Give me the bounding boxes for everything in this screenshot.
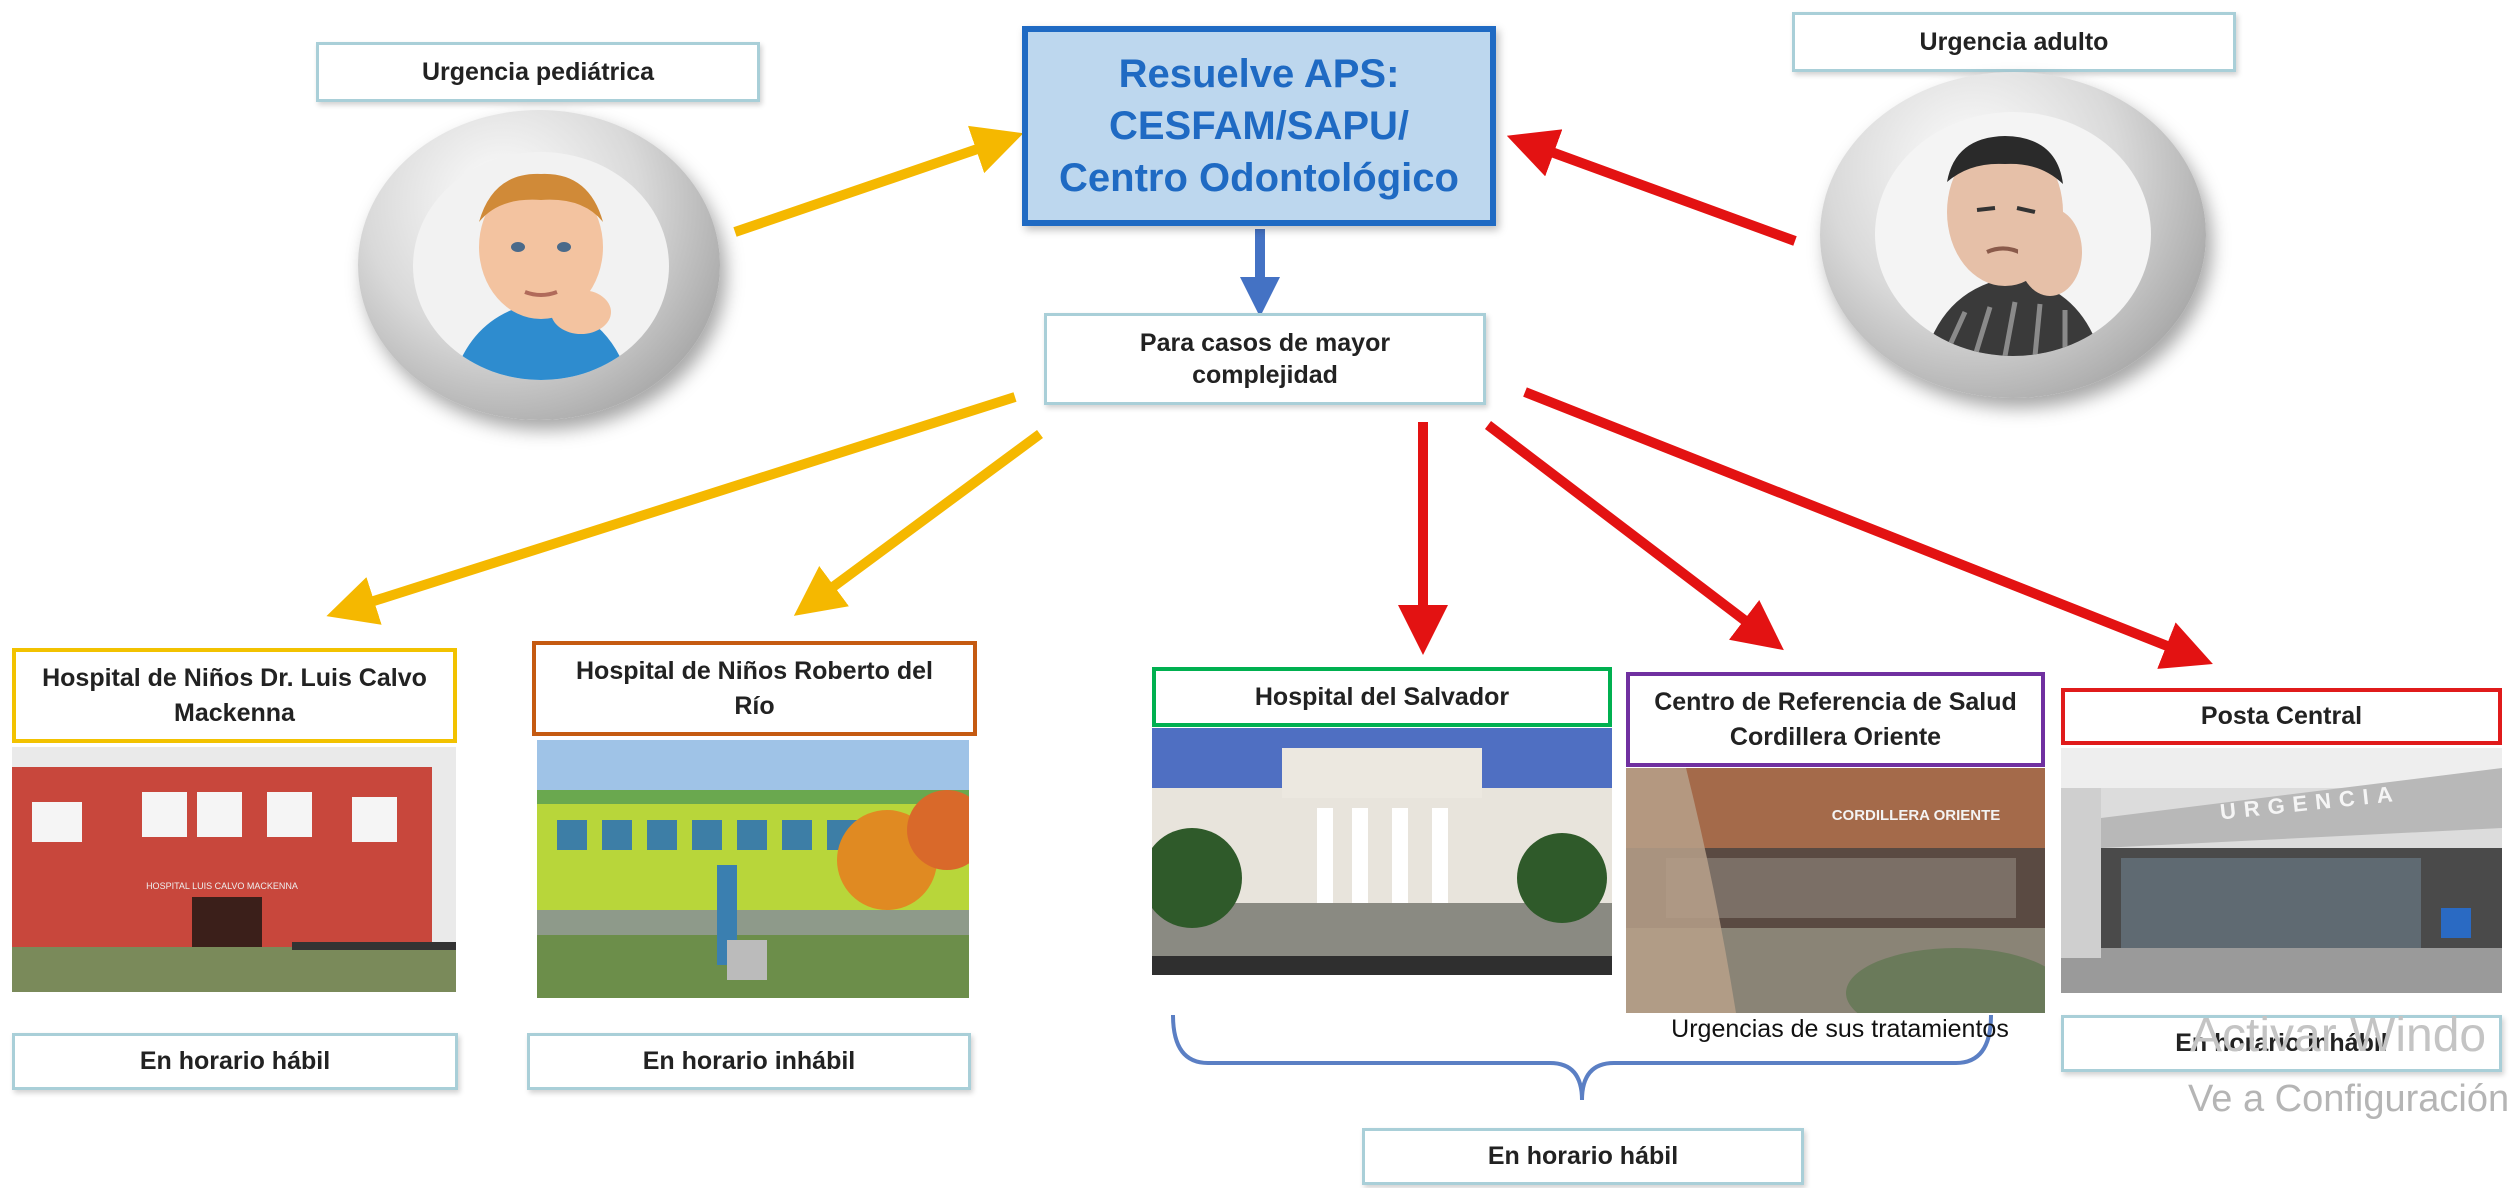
hospital-calvo-mackenna-name: Hospital de Niños Dr. Luis Calvo Mackenn… xyxy=(42,663,427,727)
posta-central-name: Posta Central xyxy=(2200,702,2363,730)
hospital-roberto-del-rio-name: Hospital de Niños Roberto del Río xyxy=(576,656,933,720)
cordillera-oriente-photo: CORDILLERA ORIENTE xyxy=(1626,768,2045,1013)
child-photo xyxy=(413,152,669,380)
adult-photo xyxy=(1875,112,2151,356)
arrow-to-cordillera xyxy=(1484,421,1784,651)
arrow-adult-to-aps xyxy=(1506,129,1797,246)
cordillera-oriente-note: Urgencias de sus tratamientos xyxy=(1640,1015,2040,1053)
adult-urgency-text: Urgencia adulto xyxy=(1919,27,2109,56)
hospital-salvador-photo xyxy=(1152,728,1612,975)
adult-urgency-label: Urgencia adulto xyxy=(1792,12,2236,72)
hospital-calvo-mackenna-label: Hospital de Niños Dr. Luis Calvo Mackenn… xyxy=(12,648,457,743)
brace-salvador-cordillera xyxy=(1171,1014,1993,1101)
activation-watermark-line2: Ve a Configuración xyxy=(2188,1078,2510,1120)
roberto-del-rio-schedule-text: En horario inhábil xyxy=(642,1047,856,1076)
arrow-to-calvo-mackenna xyxy=(326,392,1017,625)
pediatric-urgency-text: Urgencia pediátrica xyxy=(421,57,655,86)
posta-central-schedule: En horario inhábil xyxy=(2061,1015,2502,1072)
hospital-salvador-label: Hospital del Salvador xyxy=(1152,667,1612,727)
cordillera-building-sign: CORDILLERA ORIENTE xyxy=(1832,807,2001,824)
hospital-roberto-del-rio-label: Hospital de Niños Roberto del Río xyxy=(532,641,977,736)
adult-photo-frame xyxy=(1820,72,2206,398)
posta-central-label: Posta Central xyxy=(2061,688,2502,745)
complexity-box: Para casos de mayor complejidad xyxy=(1044,313,1486,405)
posta-central-photo: URGENCIA xyxy=(2061,748,2502,993)
calvo-building-sign: HOSPITAL LUIS CALVO MACKENNA xyxy=(146,881,298,891)
cordillera-oriente-label: Centro de Referencia de Salud Cordillera… xyxy=(1626,672,2045,767)
posta-central-schedule-text: En horario inhábil xyxy=(2175,1029,2388,1058)
complexity-text: Para casos de mayor complejidad xyxy=(1139,328,1391,390)
cordillera-oriente-name: Centro de Referencia de Salud Cordillera… xyxy=(1654,687,2017,751)
roberto-del-rio-schedule: En horario inhábil xyxy=(527,1033,971,1090)
arrow-to-posta-central xyxy=(1523,387,2213,669)
cordillera-oriente-note-text: Urgencias de sus tratamientos xyxy=(1671,1015,2009,1043)
salvador-cordillera-schedule-text: En horario hábil xyxy=(1487,1142,1679,1171)
salvador-cordillera-schedule: En horario hábil xyxy=(1362,1128,1804,1185)
hospital-salvador-name: Hospital del Salvador xyxy=(1254,682,1510,711)
calvo-mackenna-schedule: En horario hábil xyxy=(12,1033,458,1090)
child-photo-frame xyxy=(358,110,720,420)
aps-resolution-box: Resuelve APS: CESFAM/SAPU/ Centro Odonto… xyxy=(1022,26,1496,226)
hospital-roberto-del-rio-photo xyxy=(537,740,969,998)
hospital-calvo-mackenna-photo: HOSPITAL LUIS CALVO MACKENNA xyxy=(12,747,456,992)
arrow-child-to-aps xyxy=(733,125,1024,237)
calvo-mackenna-schedule-text: En horario hábil xyxy=(139,1047,331,1076)
activation-watermark-line1: Activar Windo xyxy=(2190,1009,2487,1062)
aps-resolution-text: Resuelve APS: CESFAM/SAPU/ Centro Odonto… xyxy=(1059,52,1459,200)
pediatric-urgency-label: Urgencia pediátrica xyxy=(316,42,760,102)
arrow-to-roberto-del-rio xyxy=(793,429,1043,616)
